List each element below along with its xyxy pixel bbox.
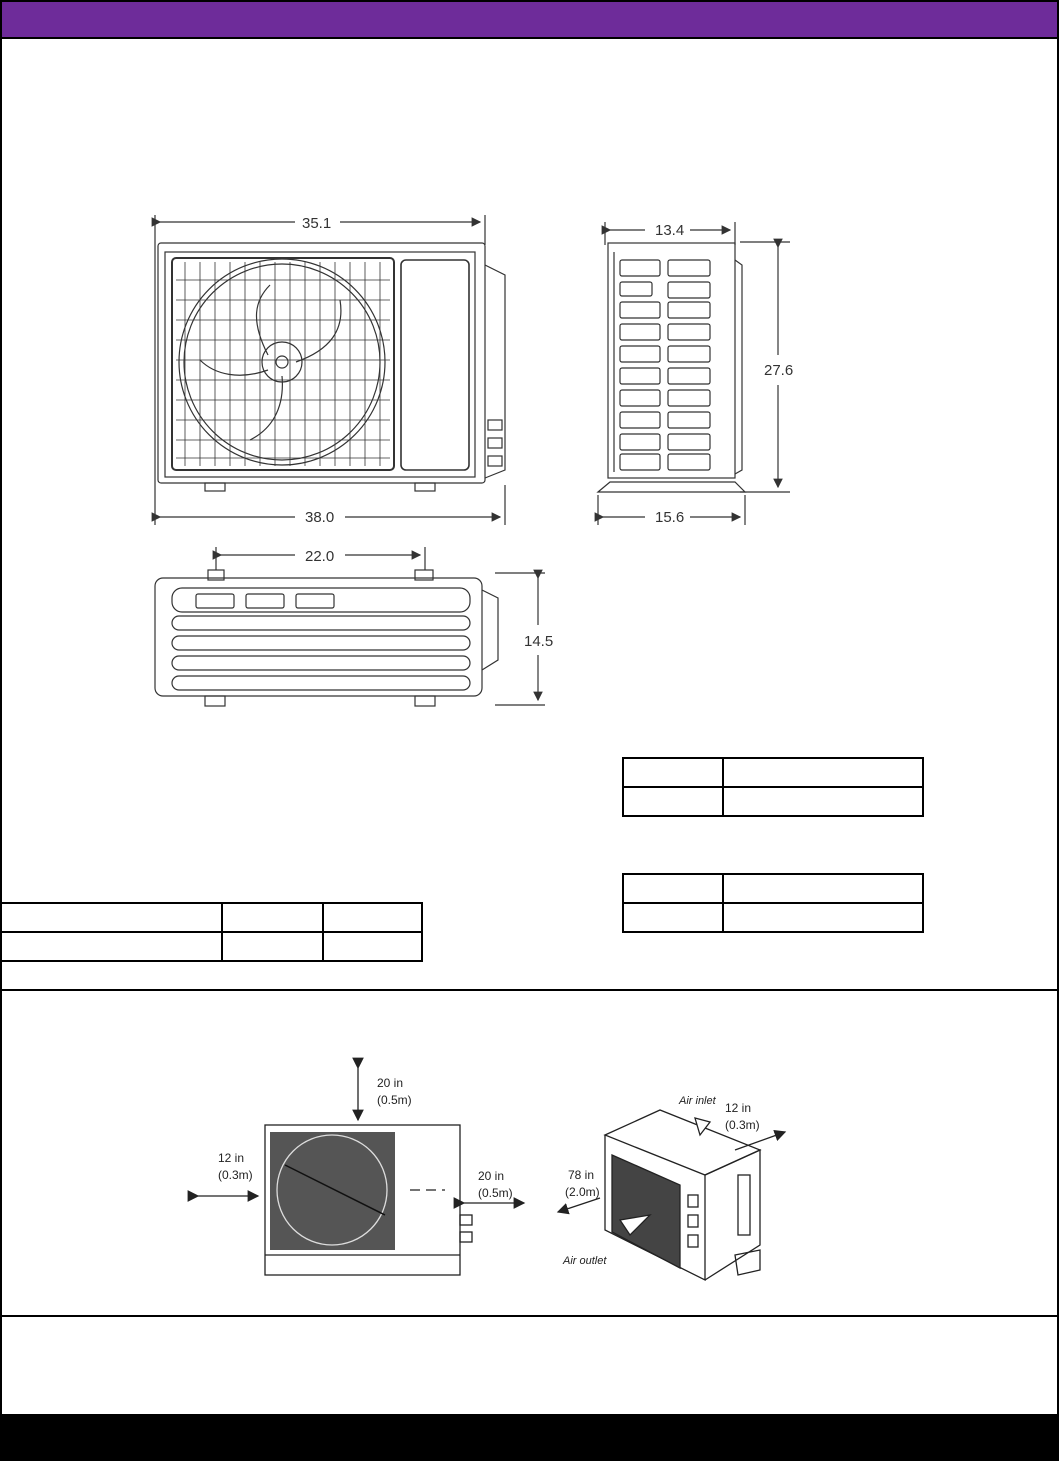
- right-spec-table-1: [622, 757, 924, 817]
- clearance-front-line2: (2.0m): [565, 1185, 600, 1199]
- clearance-top-line1: 20 in: [377, 1076, 403, 1090]
- table-cell: [0, 931, 223, 962]
- clearance-left-line2: (0.3m): [218, 1168, 253, 1182]
- dim-side-height: 27.6: [764, 362, 793, 379]
- footer-bar: [0, 1416, 1059, 1461]
- dimensions-drawing: 35.1 38.0: [151, 215, 793, 707]
- section-divider: [0, 989, 1059, 991]
- front-grille: [176, 262, 390, 466]
- section-divider: [0, 1315, 1059, 1317]
- clearance-right-line2: (0.5m): [478, 1186, 513, 1200]
- clearance-left-line1: 12 in: [218, 1151, 244, 1165]
- table-row: [622, 757, 924, 788]
- top-view: [154, 547, 545, 707]
- dim-front-bottom-width: 38.0: [305, 509, 334, 526]
- right-spec-table-2: [622, 873, 924, 933]
- clearance-right-line1: 20 in: [478, 1169, 504, 1183]
- table-row: [622, 902, 924, 933]
- air-outlet-label: Air outlet: [562, 1255, 607, 1267]
- dim-side-bottom-depth: 15.6: [655, 509, 684, 526]
- clearance-top-line2: (0.5m): [377, 1093, 412, 1107]
- table-cell: [622, 757, 724, 788]
- clearance-front-unit: [187, 1057, 526, 1276]
- clearance-rear-line2: (0.3m): [725, 1118, 760, 1132]
- table-row: [622, 873, 924, 904]
- dim-top-view-depth: 14.5: [524, 633, 553, 650]
- table-cell: [322, 902, 423, 933]
- table-cell: [322, 931, 423, 962]
- table-row: [622, 786, 924, 817]
- table-cell: [722, 873, 924, 904]
- clearance-rear-line1: 12 in: [725, 1101, 751, 1115]
- dim-side-top-depth: 13.4: [655, 222, 684, 239]
- dim-top-mount-spacing: 22.0: [305, 548, 334, 565]
- air-inlet-label: Air inlet: [678, 1095, 717, 1107]
- table-cell: [622, 786, 724, 817]
- page-frame: [0, 0, 1059, 1416]
- side-view: [594, 222, 790, 525]
- clearance-drawing: 20 in (0.5m) 12 in (0.3m) 20 in (0.5m) 1…: [187, 1057, 787, 1282]
- table-cell: [221, 931, 324, 962]
- dim-front-top-width: 35.1: [302, 215, 331, 232]
- table-row: [0, 931, 423, 962]
- table-cell: [722, 902, 924, 933]
- table-cell: [722, 757, 924, 788]
- table-cell: [722, 786, 924, 817]
- table-cell: [221, 902, 324, 933]
- left-spec-table: [0, 902, 423, 962]
- table-cell: [622, 902, 724, 933]
- header-bar: [2, 2, 1057, 39]
- table-cell: [0, 902, 223, 933]
- clearance-front-line1: 78 in: [568, 1168, 594, 1182]
- table-row: [0, 902, 423, 933]
- front-view: [151, 215, 506, 525]
- clearance-iso-unit: [556, 1109, 787, 1282]
- table-cell: [622, 873, 724, 904]
